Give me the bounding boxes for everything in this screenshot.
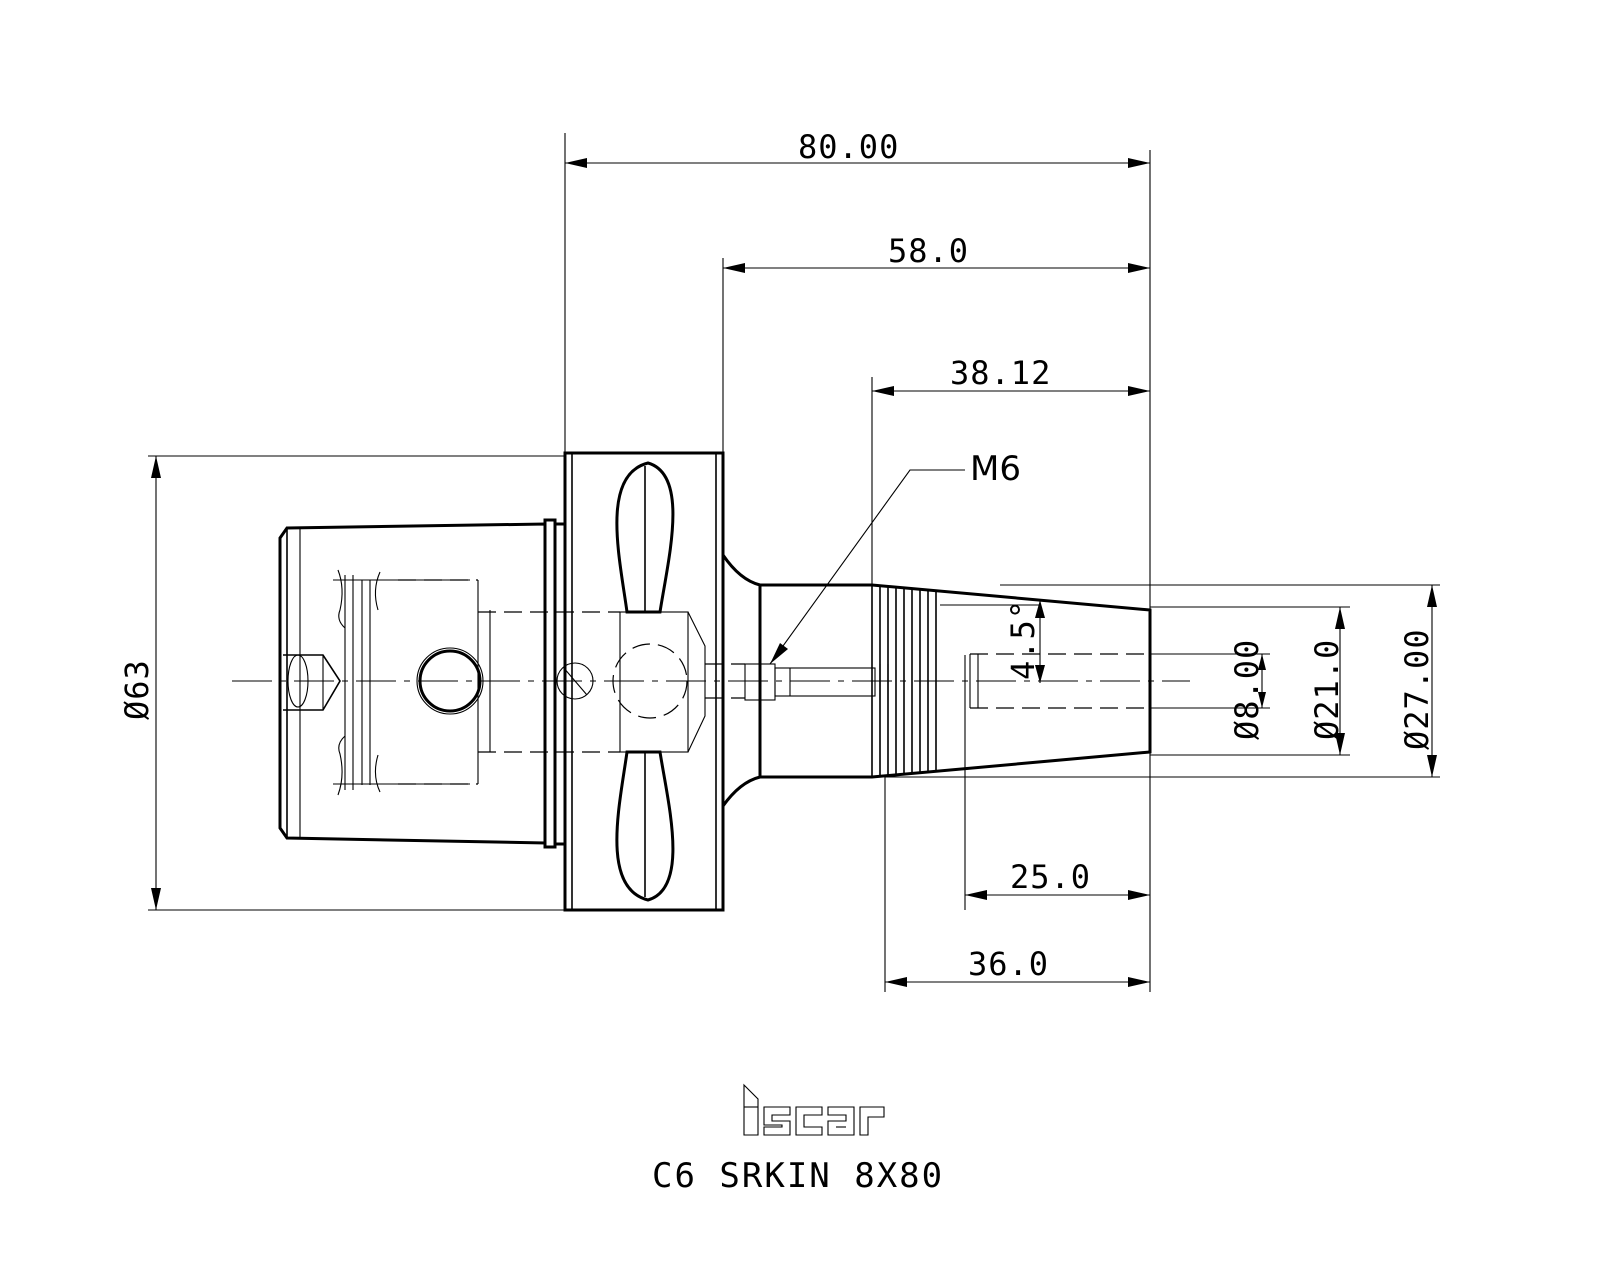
dim-25: 25.0 [1010, 858, 1091, 896]
dim-angle-4-5: 4.5° [1004, 599, 1042, 680]
tool-holder-body [278, 451, 1152, 912]
dim-dia-63: Ø63 [118, 659, 156, 720]
dim-58: 58.0 [888, 232, 969, 270]
dim-38-12: 38.12 [950, 354, 1051, 392]
thread-label-m6: M6 [970, 449, 1021, 489]
dim-dia-8: Ø8.00 [1228, 639, 1266, 740]
part-name-caption: C6 SRKIN 8X80 [652, 1156, 944, 1196]
dim-dia-21: Ø21.0 [1308, 639, 1346, 740]
iscar-logo [743, 1083, 885, 1136]
dim-36: 36.0 [968, 945, 1049, 983]
dimension-lines [148, 133, 1440, 992]
dim-80: 80.00 [798, 128, 899, 166]
dim-dia-27: Ø27.00 [1398, 628, 1436, 750]
